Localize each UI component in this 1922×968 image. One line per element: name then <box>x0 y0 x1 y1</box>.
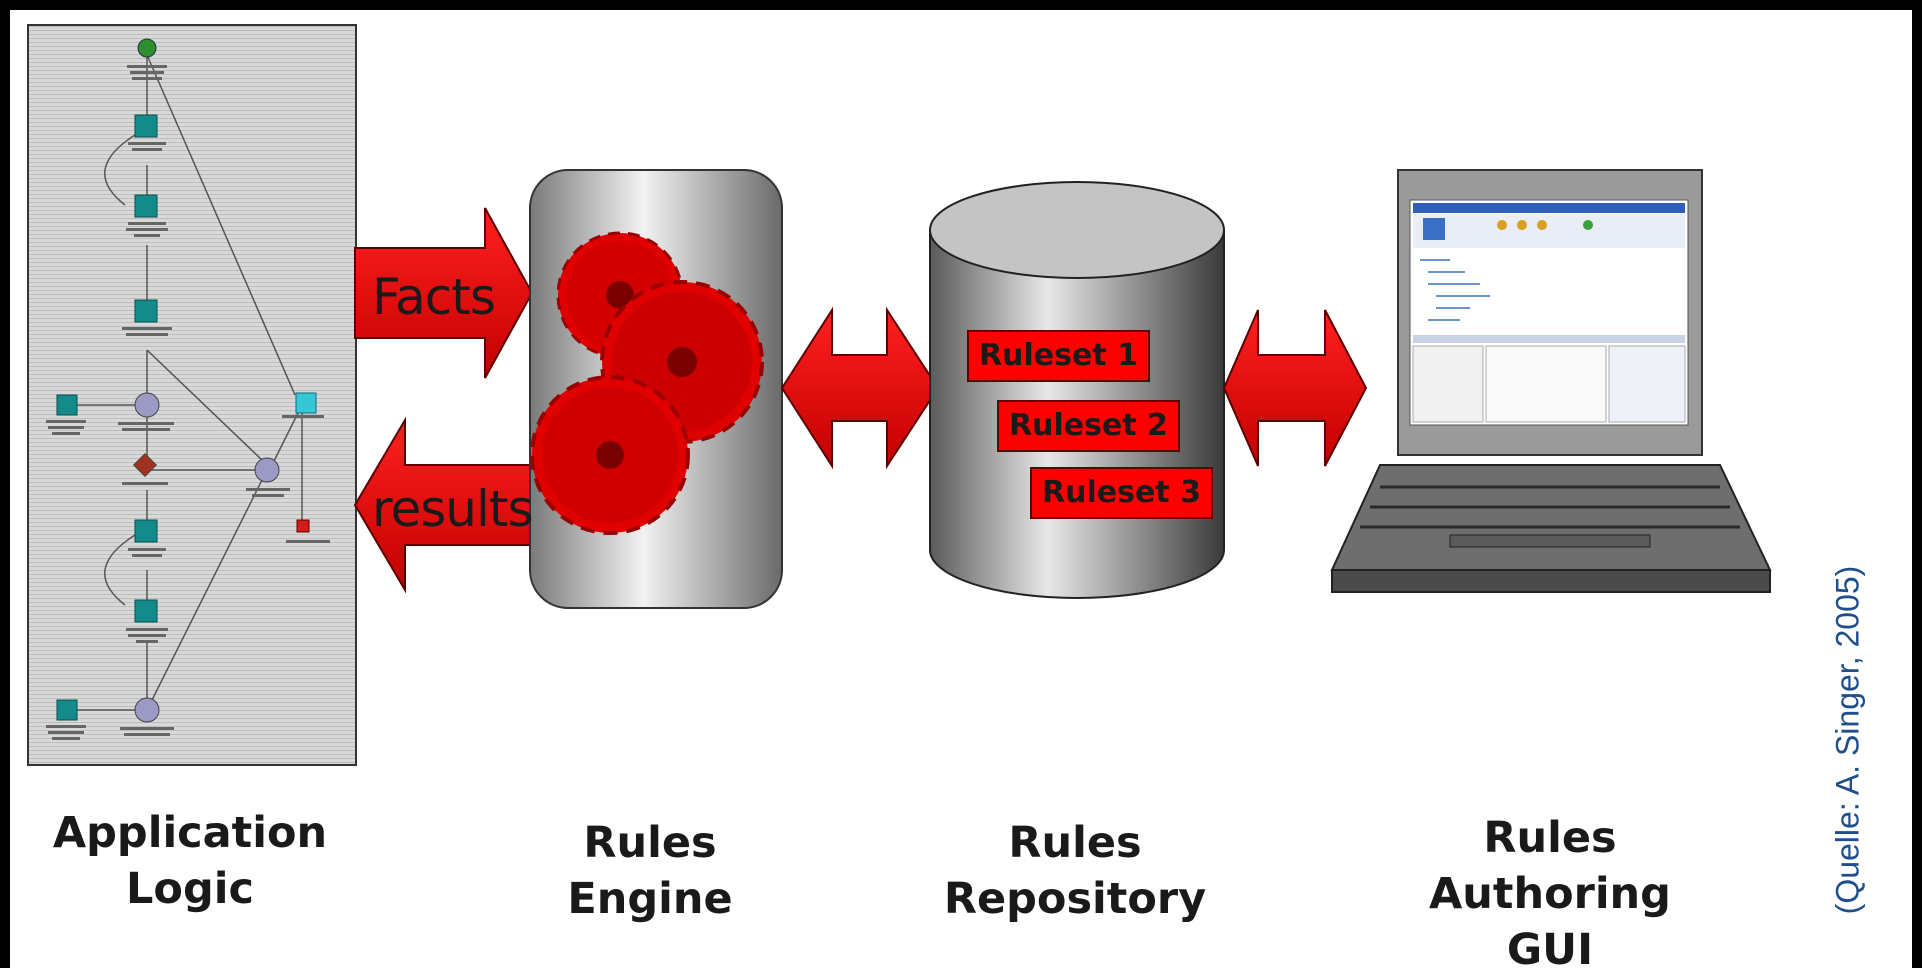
ruleset-2: Ruleset 2 <box>997 400 1180 452</box>
application-logic-line2: Logic <box>126 864 254 914</box>
ruleset-1: Ruleset 1 <box>967 330 1150 382</box>
diagram-canvas: Facts results Ruleset 1 Ruleset 2 Rulese… <box>10 10 1912 968</box>
gears-icon <box>530 231 764 535</box>
rules-authoring-gui-line1: Rules <box>1483 813 1617 863</box>
application-logic-label: Application Logic <box>40 805 340 917</box>
citation: (Quelle: A. Singer, 2005) <box>1829 565 1866 915</box>
rules-repository-line1: Rules <box>1008 818 1142 868</box>
engine-repository-arrow <box>780 306 940 470</box>
results-arrow <box>353 416 533 594</box>
rules-authoring-gui-line2: Authoring <box>1429 869 1671 919</box>
rules-engine-line2: Engine <box>567 874 733 924</box>
workflow-nodes <box>56 38 317 723</box>
facts-label: Facts <box>372 268 496 326</box>
rules-authoring-gui-label: Rules Authoring GUI <box>1400 810 1700 968</box>
workflow-diagram <box>27 24 357 766</box>
database-cylinder-icon <box>929 181 1225 599</box>
rules-engine-line1: Rules <box>583 818 717 868</box>
facts-arrow <box>354 207 534 379</box>
repository-gui-arrow <box>1222 309 1368 467</box>
rules-authoring-gui-line3: GUI <box>1506 925 1594 968</box>
rules-repository-line2: Repository <box>943 874 1207 924</box>
results-label: results <box>372 480 534 538</box>
rules-engine-label: Rules Engine <box>500 815 800 927</box>
diagram-graphics <box>27 24 1772 766</box>
application-logic-line1: Application <box>52 808 328 858</box>
workflow-node-captions <box>46 65 330 740</box>
laptop-icon <box>1330 169 1772 593</box>
ruleset-3: Ruleset 3 <box>1030 467 1213 519</box>
rules-repository-label: Rules Repository <box>885 815 1265 927</box>
